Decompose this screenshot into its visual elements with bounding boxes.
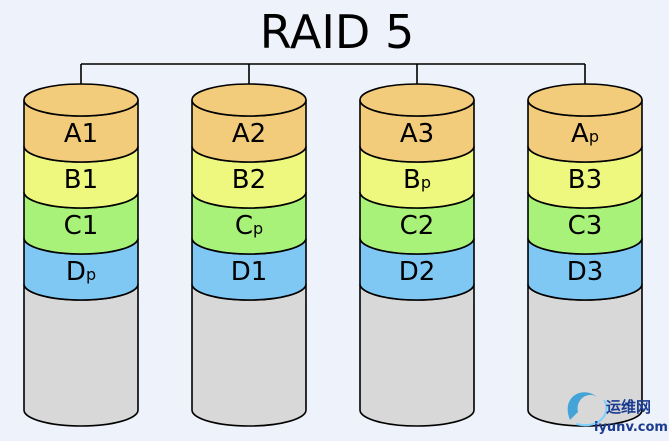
watermark-logo: 运维网 iyunv.com	[567, 392, 668, 435]
block-label: A2	[232, 119, 266, 149]
block-label: C1	[64, 211, 99, 241]
disk-top-cap	[191, 83, 307, 117]
block-label: C3	[568, 211, 603, 241]
block-label: A3	[400, 119, 434, 149]
watermark-swoosh-accent-icon	[575, 399, 608, 427]
disk-top-cap	[359, 83, 475, 117]
block-label: B1	[64, 165, 98, 195]
block-label: Dp	[66, 257, 96, 287]
disk-body	[191, 283, 307, 427]
watermark-swoosh-icon	[567, 392, 598, 420]
block-label: D3	[567, 257, 604, 287]
block-label: D2	[399, 257, 436, 287]
disk-body	[359, 283, 475, 427]
block-label: Ap	[571, 119, 599, 149]
block-label: B3	[568, 165, 602, 195]
disk-body	[23, 283, 139, 427]
block-label: C2	[400, 211, 435, 241]
disk-top-cap	[23, 83, 139, 117]
block-label: Cp	[235, 211, 263, 241]
diagram-title: RAID 5	[260, 5, 414, 59]
block-label: Bp	[403, 165, 431, 195]
disk-top-cap	[527, 83, 643, 117]
block-label: B2	[232, 165, 266, 195]
watermark-cn-text: 运维网	[606, 398, 651, 416]
block-label: A1	[64, 119, 98, 149]
watermark-url-text: iyunv.com	[594, 420, 668, 435]
array-connector-lines	[80, 63, 586, 100]
block-label: D1	[231, 257, 268, 287]
